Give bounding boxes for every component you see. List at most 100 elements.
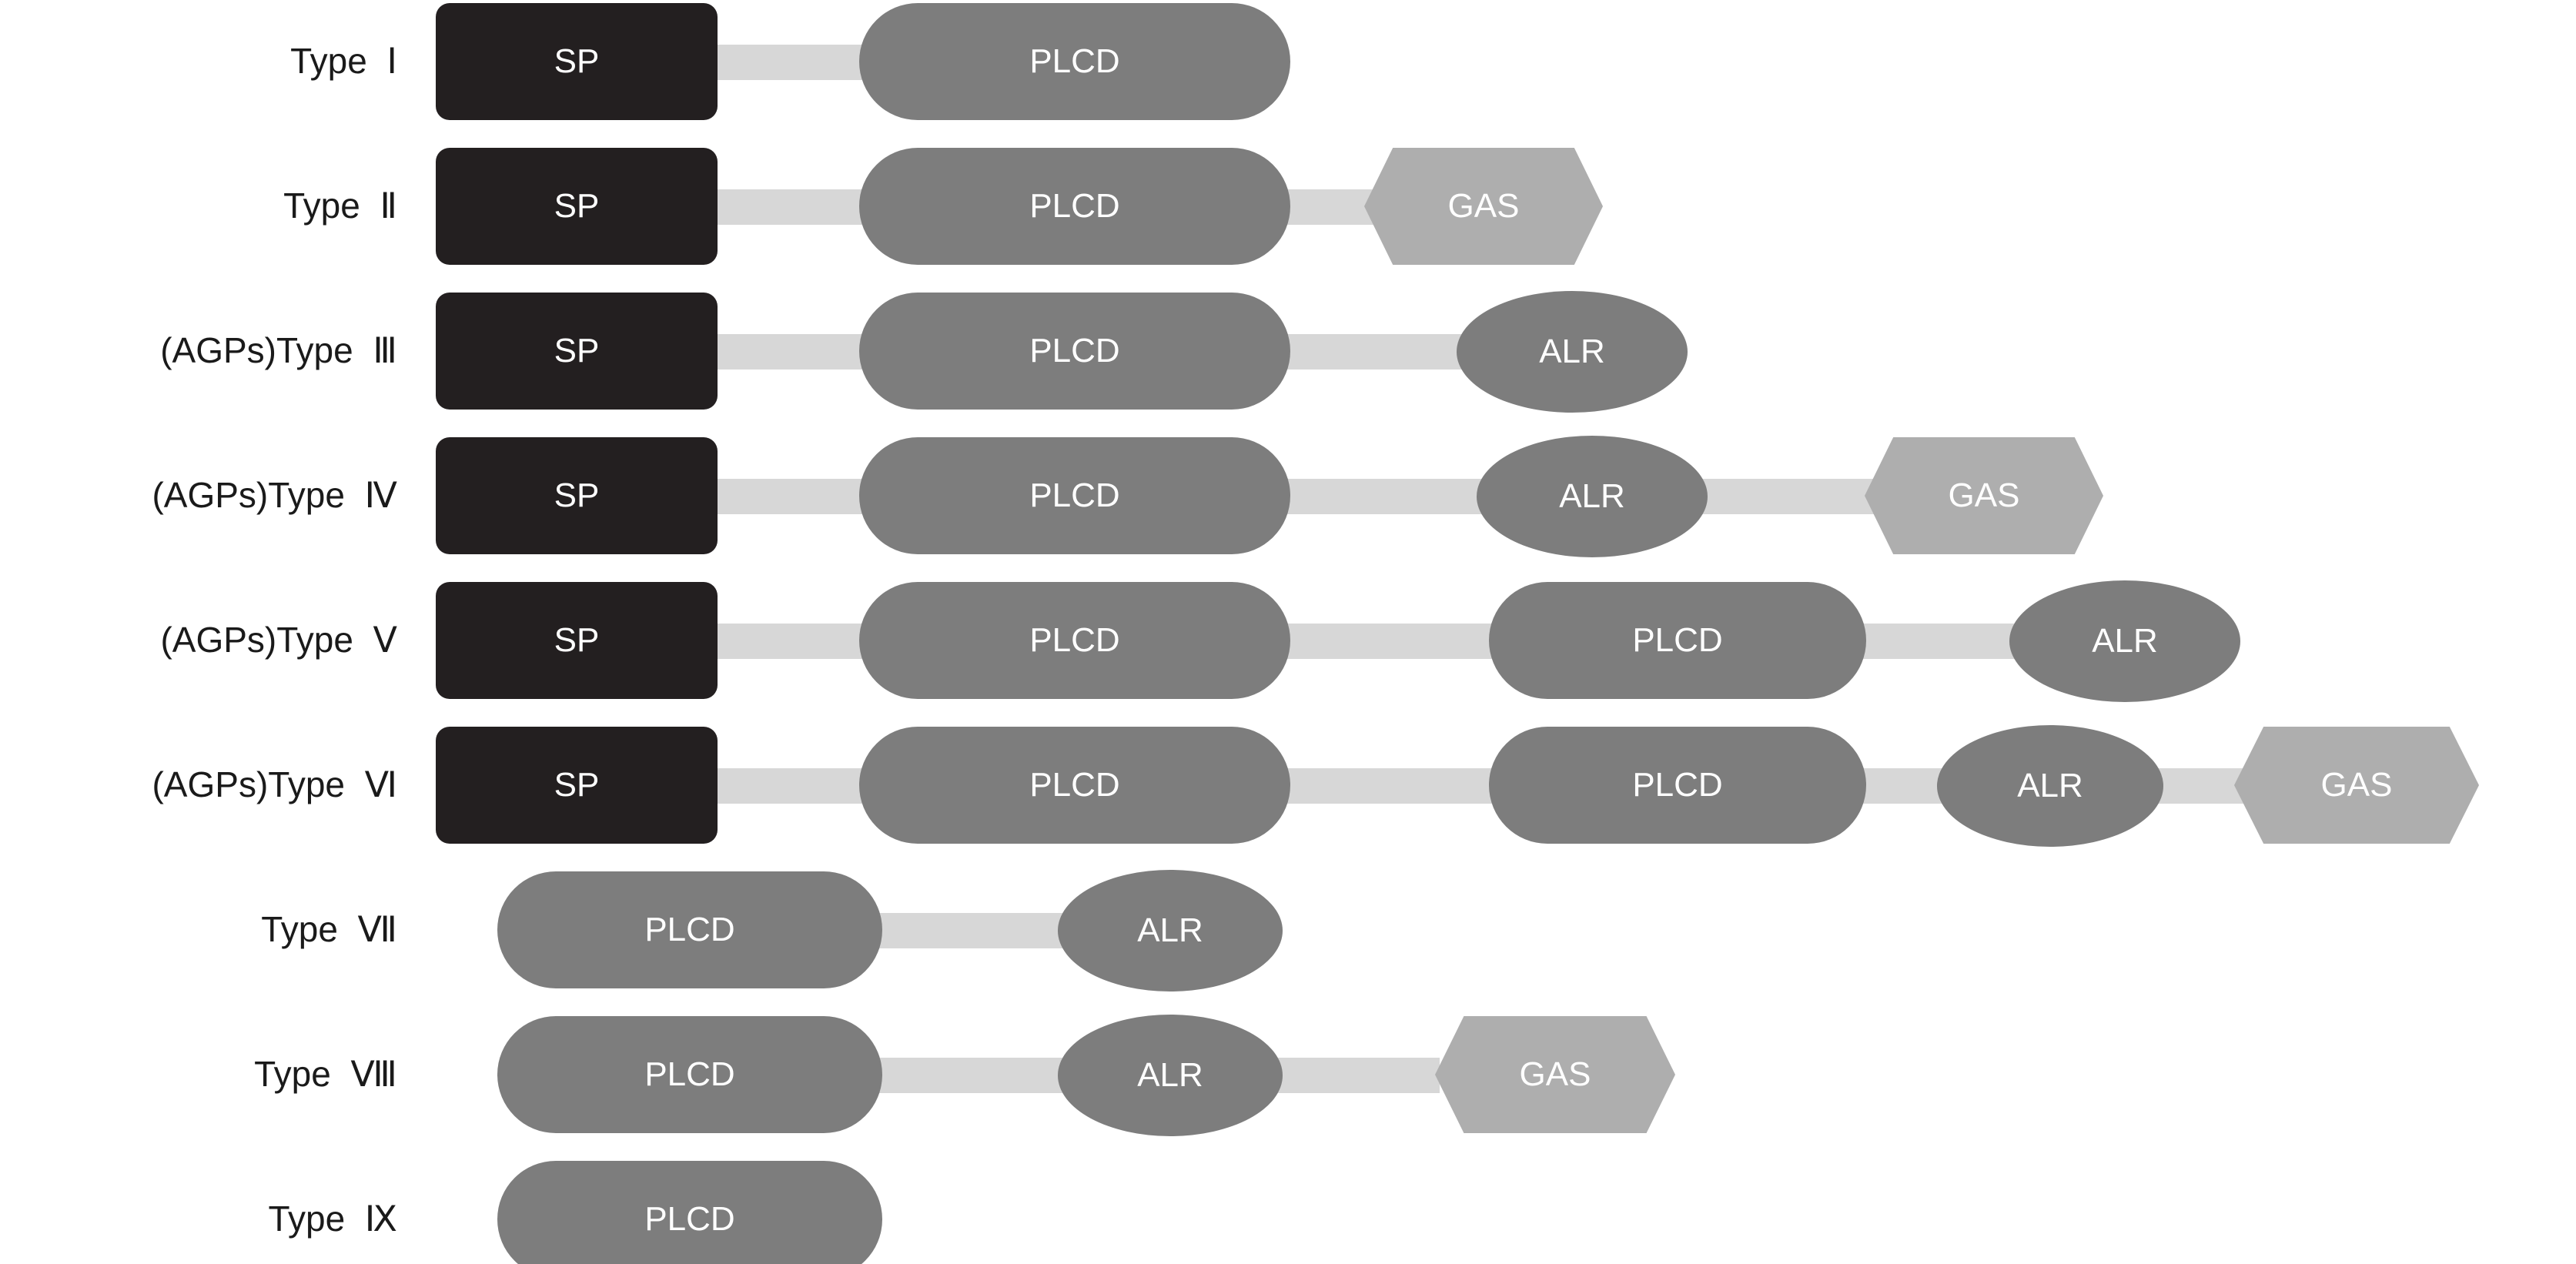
domain-shape-label: PLCD	[644, 1200, 735, 1238]
domain-shape-label: SP	[554, 332, 600, 370]
domain-shape-sp[interactable]: SP	[436, 727, 718, 844]
domain-shape-gas[interactable]: GAS	[1364, 148, 1603, 265]
row-label-roman-numeral: Ⅷ	[350, 1055, 397, 1094]
row-label-type-2: Type Ⅱ	[283, 188, 397, 224]
domain-shape-plcd[interactable]: PLCD	[859, 293, 1290, 410]
domain-shape-label: ALR	[1137, 911, 1203, 949]
domain-linker-bar	[693, 189, 885, 225]
row-label-space	[338, 909, 358, 949]
row-label-space	[353, 620, 373, 660]
domain-shape-label: GAS	[2320, 766, 2393, 804]
domain-shape-gas[interactable]: GAS	[2234, 727, 2479, 844]
domain-shape-alr[interactable]: ALR	[1058, 870, 1283, 991]
domain-shape-plcd[interactable]: PLCD	[859, 3, 1290, 120]
row-label-prefix: Type	[268, 1199, 346, 1239]
domain-shape-plcd[interactable]: PLCD	[497, 1161, 882, 1264]
domain-shape-alr[interactable]: ALR	[1477, 436, 1708, 557]
row-label-space	[345, 475, 365, 515]
row-label-type-4: (AGPs)Type Ⅳ	[152, 477, 397, 513]
domain-shape-label: PLCD	[1029, 621, 1120, 659]
domain-shape-label: PLCD	[1029, 42, 1120, 80]
domain-shape-label: ALR	[2017, 767, 2083, 804]
domain-shape-plcd[interactable]: PLCD	[1489, 582, 1866, 699]
row-label-prefix: Type	[283, 186, 360, 226]
domain-shape-plcd[interactable]: PLCD	[1489, 727, 1866, 844]
domain-shape-label: GAS	[1948, 477, 2020, 514]
domain-shape-alr[interactable]: ALR	[2009, 580, 2240, 702]
row-label-roman-numeral: Ⅴ	[373, 620, 397, 660]
row-label-prefix: (AGPs)Type	[160, 330, 353, 370]
domain-shape-label: GAS	[1519, 1055, 1591, 1093]
domain-linker-bar	[693, 768, 885, 804]
row-label-roman-numeral: Ⅶ	[357, 910, 397, 949]
domain-linker-bar	[862, 1058, 1062, 1093]
row-label-roman-numeral: Ⅳ	[364, 476, 397, 515]
domain-linker-bar	[1263, 768, 1509, 804]
domain-linker-bar	[693, 334, 885, 370]
domain-linker-bar	[862, 913, 1062, 948]
domain-linker-bar	[1840, 624, 2040, 659]
row-label-space	[367, 41, 387, 81]
domain-shape-sp[interactable]: SP	[436, 582, 718, 699]
domain-shape-plcd[interactable]: PLCD	[497, 871, 882, 988]
domain-shape-plcd[interactable]: PLCD	[859, 148, 1290, 265]
domain-shape-label: PLCD	[1029, 477, 1120, 514]
domain-shape-sp[interactable]: SP	[436, 148, 718, 265]
domain-shape-plcd[interactable]: PLCD	[859, 582, 1290, 699]
row-label-space	[345, 1199, 365, 1239]
domain-linker-bar	[1263, 624, 1509, 659]
row-label-prefix: (AGPs)Type	[152, 475, 345, 515]
domain-shape-sp[interactable]: SP	[436, 3, 718, 120]
row-label-prefix: (AGPs)Type	[160, 620, 353, 660]
domain-shape-label: ALR	[1137, 1056, 1203, 1094]
domain-linker-bar	[693, 479, 885, 514]
domain-shape-label: ALR	[2092, 622, 2158, 660]
row-label-prefix: Type	[290, 41, 367, 81]
row-label-space	[345, 764, 365, 804]
row-label-type-6: (AGPs)Type Ⅵ	[152, 767, 397, 803]
row-label-prefix: Type	[261, 909, 338, 949]
row-label-roman-numeral: Ⅵ	[364, 765, 397, 804]
domain-shape-plcd[interactable]: PLCD	[497, 1016, 882, 1133]
row-label-prefix: (AGPs)Type	[152, 764, 345, 804]
domain-shape-label: SP	[554, 187, 600, 225]
domain-shape-label: SP	[554, 42, 600, 80]
domain-shape-label: PLCD	[1632, 766, 1723, 804]
row-label-roman-numeral: Ⅱ	[380, 186, 397, 226]
domain-shape-label: SP	[554, 766, 600, 804]
domain-shape-gas[interactable]: GAS	[1435, 1016, 1675, 1133]
domain-linker-bar	[1263, 479, 1494, 514]
domain-shape-label: SP	[554, 621, 600, 659]
domain-shape-sp[interactable]: SP	[436, 437, 718, 554]
domain-shape-label: SP	[554, 477, 600, 514]
row-label-type-1: Type Ⅰ	[290, 43, 397, 79]
row-label-type-5: (AGPs)Type Ⅴ	[160, 622, 397, 658]
domain-shape-label: PLCD	[1029, 332, 1120, 370]
domain-linker-bar	[1263, 1058, 1440, 1093]
row-label-type-9: Type Ⅸ	[268, 1201, 397, 1237]
row-label-roman-numeral: Ⅲ	[373, 331, 397, 370]
row-label-space	[360, 186, 380, 226]
row-label-type-7: Type Ⅶ	[261, 911, 397, 948]
domain-shape-plcd[interactable]: PLCD	[859, 727, 1290, 844]
domain-shape-label: PLCD	[1632, 621, 1723, 659]
domain-shape-alr[interactable]: ALR	[1058, 1015, 1283, 1136]
domain-shape-plcd[interactable]: PLCD	[859, 437, 1290, 554]
row-label-space	[353, 330, 373, 370]
domain-shape-label: ALR	[1539, 333, 1605, 370]
row-label-space	[331, 1054, 351, 1094]
row-label-roman-numeral: Ⅰ	[386, 42, 397, 81]
domain-linker-bar	[693, 624, 885, 659]
domain-shape-label: PLCD	[1029, 766, 1120, 804]
domain-shape-label: GAS	[1447, 187, 1520, 225]
row-label-roman-numeral: Ⅸ	[364, 1199, 397, 1239]
domain-shape-label: PLCD	[644, 911, 735, 948]
domain-shape-alr[interactable]: ALR	[1937, 725, 2163, 847]
domain-shape-label: PLCD	[644, 1055, 735, 1093]
domain-shape-label: ALR	[1559, 477, 1625, 515]
domain-shape-label: PLCD	[1029, 187, 1120, 225]
domain-shape-gas[interactable]: GAS	[1865, 437, 2103, 554]
domain-shape-sp[interactable]: SP	[436, 293, 718, 410]
domain-shape-alr[interactable]: ALR	[1457, 291, 1688, 413]
